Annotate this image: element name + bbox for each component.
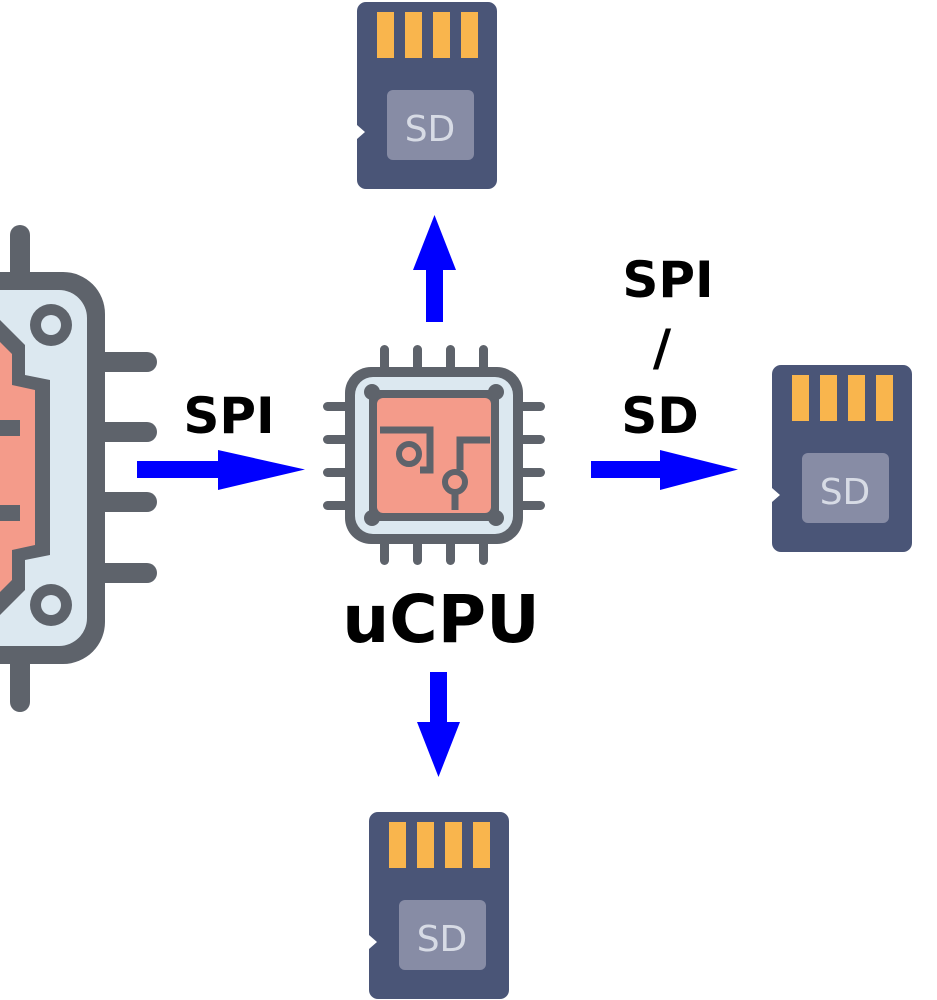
sd-card-icon xyxy=(772,365,912,552)
ucpu-to-bottom-sd-arrow xyxy=(417,672,460,777)
sd-card-right: SD xyxy=(772,365,912,552)
ucpu-to-right-sd-arrow xyxy=(591,450,738,490)
ucpu-to-top-sd-arrow xyxy=(413,215,456,322)
ucpu-label: uCPU xyxy=(342,581,539,658)
host-chip-icon xyxy=(0,225,157,712)
sd-card-icon xyxy=(369,812,509,999)
sd-card-bottom-label: SD xyxy=(417,919,468,960)
right-link-label-sd: SD xyxy=(621,387,699,445)
host-to-ucpu-arrow xyxy=(137,450,305,490)
sd-card-icon xyxy=(357,2,497,189)
right-link-label-slash: / xyxy=(653,319,672,377)
ucpu-chip-icon xyxy=(323,345,545,565)
sd-card-top-label: SD xyxy=(405,109,456,150)
right-link-label-spi: SPI xyxy=(622,251,713,309)
sd-card-bottom: SD xyxy=(369,812,509,999)
host-link-label: SPI xyxy=(183,387,274,445)
sd-card-right-label: SD xyxy=(820,472,871,513)
sd-card-top: SD xyxy=(357,2,497,189)
